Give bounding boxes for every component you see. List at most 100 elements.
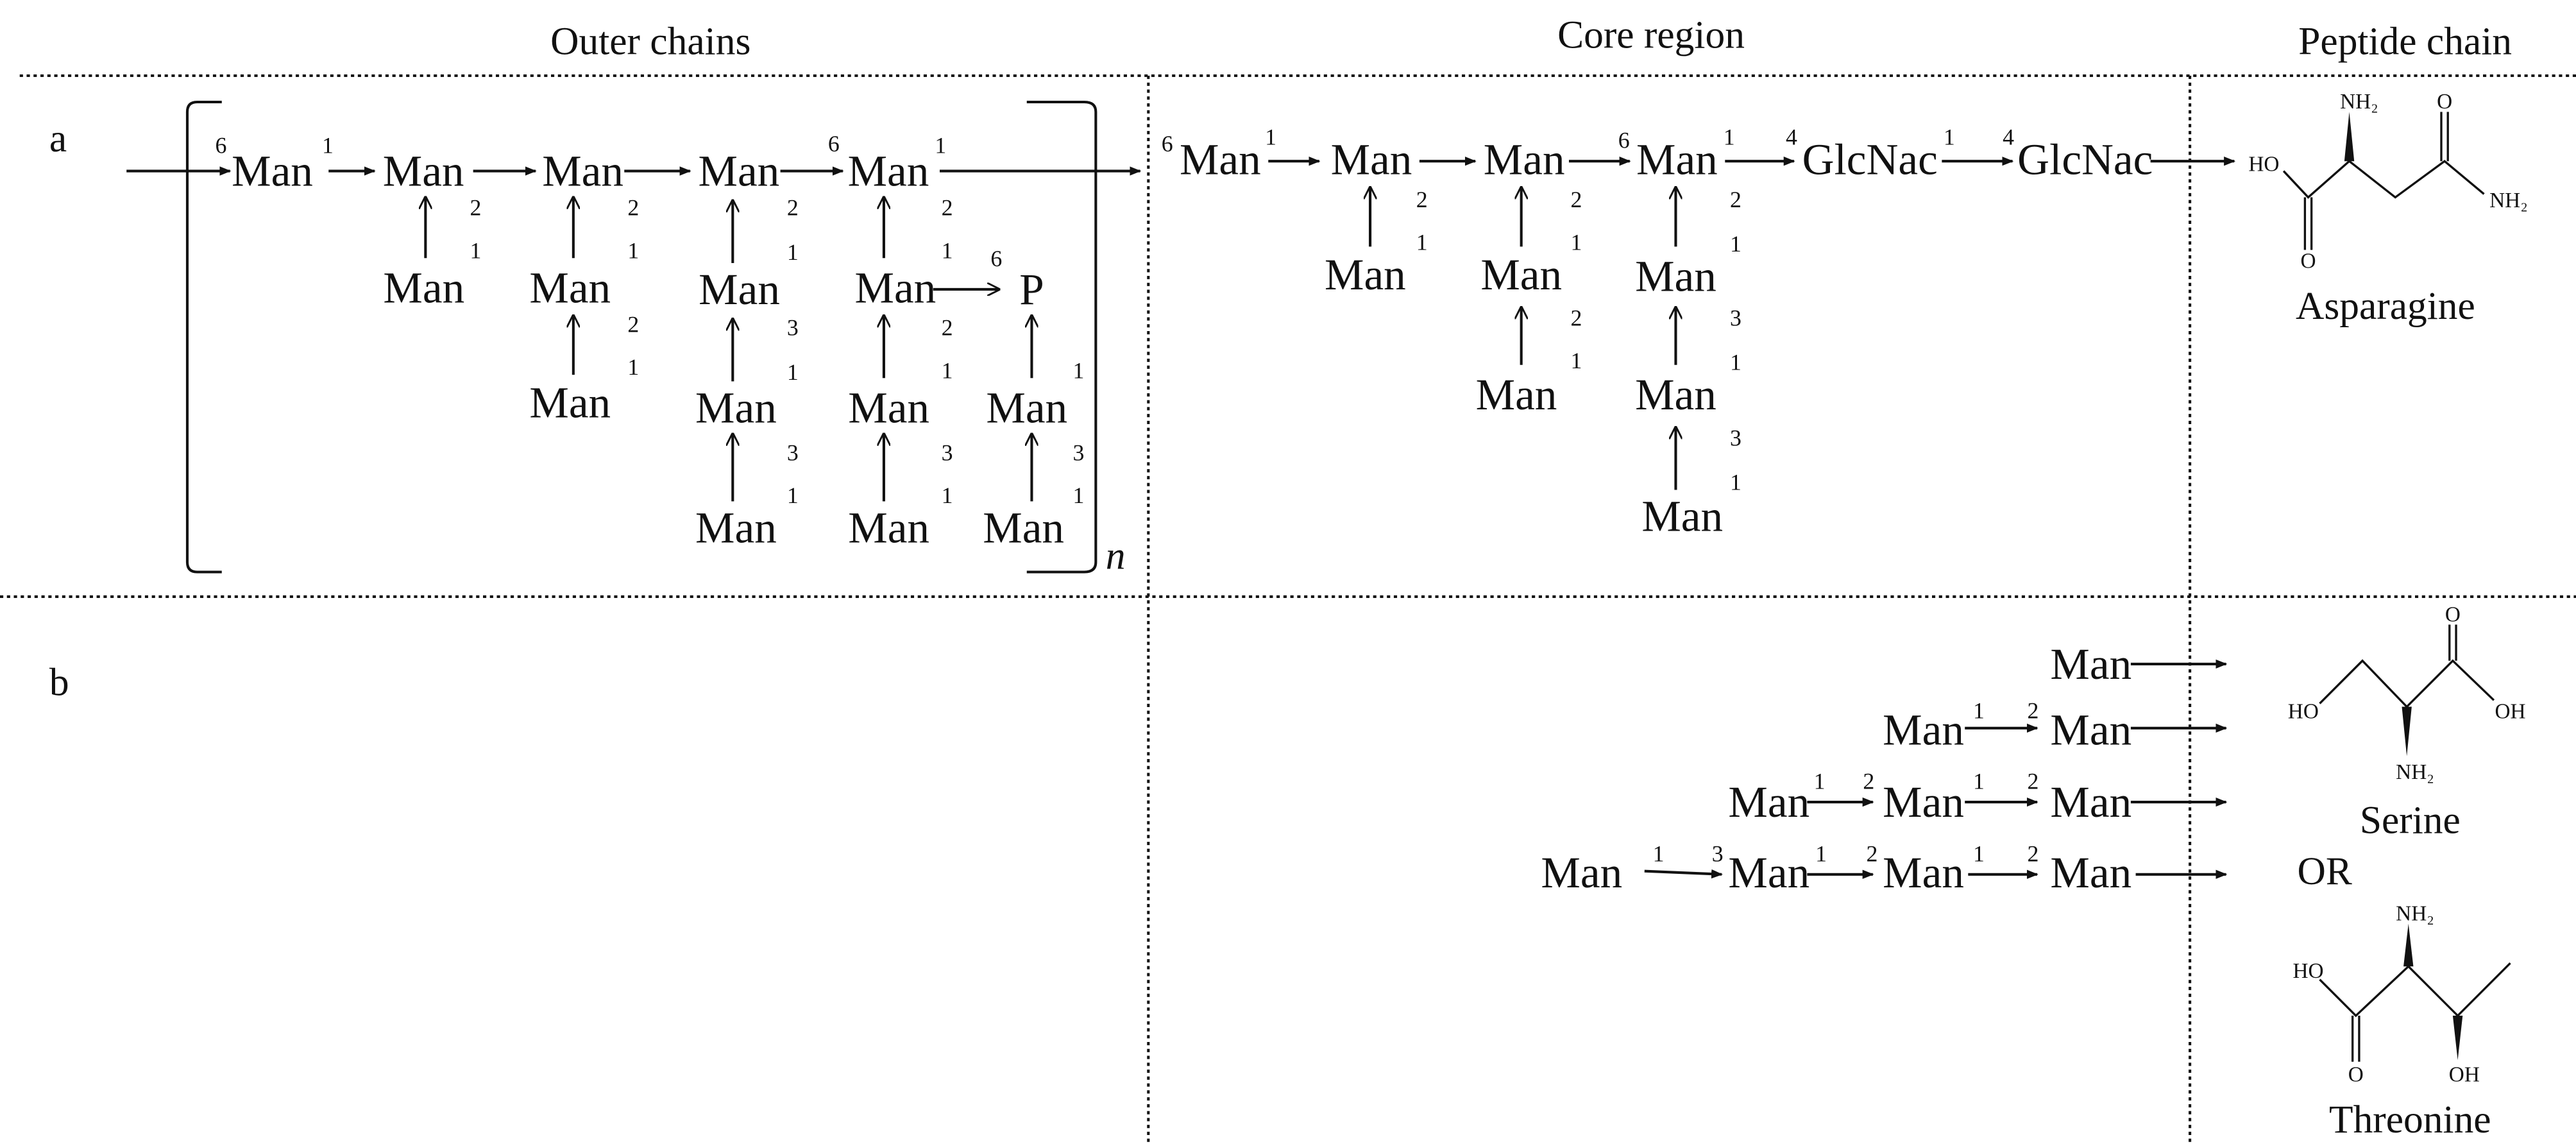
serine-label-ho: HO	[2288, 699, 2319, 723]
asparagine-label-nh2: NH₂	[2340, 90, 2378, 114]
linkage-position: 1	[1265, 124, 1276, 150]
sugar-residue: Man	[2050, 848, 2131, 897]
linkage-position: 1	[627, 354, 639, 380]
linkage-position: 6	[1162, 131, 1173, 157]
linkage-position: 2	[942, 195, 953, 221]
sugar-residue: Man	[1728, 848, 1809, 897]
repeat-count-n: n	[1106, 534, 1126, 577]
linkage-position: 1	[1730, 231, 1741, 257]
serine-label-nh2: NH₂	[2396, 760, 2434, 784]
sugar-residue: Man	[529, 378, 611, 427]
sugar-residue: Man	[1636, 135, 1718, 184]
sugar-residue: GlcNac	[1802, 135, 1938, 184]
sugar-residue: Man	[1635, 370, 1716, 419]
linkage-position: 2	[1863, 769, 1874, 794]
linkage-position: 6	[216, 132, 227, 158]
sugar-residue: GlcNac	[2017, 135, 2153, 184]
linkage-position: 3	[787, 440, 799, 465]
linkage-position: 1	[1973, 697, 1985, 723]
threonine-label-oh: OH	[2449, 1063, 2480, 1086]
linkage-position: 6	[828, 131, 840, 157]
or-label: OR	[2297, 849, 2351, 893]
sugar-residue: Man	[699, 264, 780, 314]
sugar-residue: Man	[986, 382, 1067, 432]
linkage-position: 2	[1416, 187, 1428, 212]
linkage-position: 2	[2028, 841, 2039, 866]
linkage-position: 3	[1712, 841, 1724, 866]
sugar-residue: Man	[983, 502, 1064, 552]
asparagine-structure: HO O NH₂ O NH₂ Asparagine	[2248, 90, 2528, 328]
linkage-position: 3	[1730, 305, 1741, 330]
sugar-residue: Man	[854, 262, 936, 312]
linkage-position: 1	[942, 482, 953, 508]
sugar-residue: Man	[695, 382, 777, 432]
linkage-position: 1	[470, 237, 482, 263]
serine-name: Serine	[2360, 799, 2461, 842]
linkage-position: 4	[1786, 124, 1797, 150]
header-outer-chains: Outer chains	[550, 20, 750, 64]
threonine-label-ho: HO	[2292, 959, 2323, 983]
linkage-position: 1	[1571, 348, 1582, 373]
linkage-position: 6	[990, 246, 1002, 271]
asparagine-label-o-amide: O	[2437, 90, 2452, 114]
sugar-residue: Man	[1484, 135, 1565, 184]
sugar-residue: Man	[383, 146, 464, 196]
sugar-residue: Man	[848, 146, 929, 196]
sugar-residue: Man	[1476, 370, 1557, 419]
linkage-position: 1	[1724, 124, 1735, 150]
sugar-residue: Man	[542, 146, 623, 196]
sugar-residue: Man	[1641, 491, 1723, 540]
threonine-label-o: O	[2348, 1063, 2364, 1086]
asparagine-label-ho: HO	[2248, 153, 2279, 176]
asparagine-label-o: O	[2300, 250, 2316, 273]
sugar-residue: Man	[1635, 252, 1716, 301]
sugar-residue: Man	[1541, 848, 1622, 897]
sugar-residue: Man	[1325, 250, 1406, 299]
linkage-position: 1	[1973, 841, 1985, 866]
sugar-residue: Man	[2050, 777, 2131, 826]
repeat-bracket-right	[1026, 100, 1097, 574]
linkage-position: 2	[627, 195, 639, 221]
panel-label-a: a	[49, 117, 67, 160]
sugar-residue: Man	[695, 502, 777, 552]
asparagine-name: Asparagine	[2296, 284, 2475, 328]
sugar-residue: Man	[848, 382, 929, 432]
linkage-position: 2	[1867, 841, 1878, 866]
sugar-residue: Man	[2050, 704, 2131, 754]
threonine-name: Threonine	[2329, 1098, 2491, 1141]
linkage-position: 1	[1072, 482, 1084, 508]
linkage-position: 1	[322, 132, 334, 158]
linkage-position: 1	[1944, 124, 1955, 150]
linkage-position: 1	[1653, 841, 1665, 866]
sugar-residue: Man	[2050, 639, 2131, 688]
glycosidic-bond-arrow	[1644, 869, 1723, 879]
linkage-position: 1	[942, 237, 953, 263]
sugar-residue: P	[1019, 264, 1044, 314]
sugar-residue: Man	[848, 502, 929, 552]
linkage-position: 2	[470, 195, 482, 221]
sugar-residue: Man	[1883, 704, 1964, 754]
linkage-position: 3	[942, 440, 953, 465]
sugar-residue: Man	[1728, 777, 1809, 826]
linkage-position: 2	[1571, 305, 1582, 330]
repeat-bracket-left	[185, 100, 222, 574]
serine-label-o: O	[2445, 602, 2461, 626]
serine-structure: O HO OH NH₂ Serine	[2288, 602, 2526, 842]
sugar-residue: Man	[1883, 777, 1964, 826]
linkage-position: 1	[787, 239, 799, 265]
linkage-position: 4	[2003, 124, 2014, 150]
serine-label-oh: OH	[2495, 699, 2526, 723]
asparagine-label-nh2-amide: NH₂	[2489, 189, 2528, 212]
sugar-residue: Man	[1180, 135, 1261, 184]
linkage-position: 2	[2028, 769, 2039, 794]
sugar-residue: Man	[1883, 848, 1964, 897]
linkage-position: 1	[1815, 841, 1827, 866]
linkage-position: 1	[627, 237, 639, 263]
linkage-position: 2	[1571, 187, 1582, 212]
linkage-position: 1	[1730, 349, 1741, 375]
linkage-position: 2	[2028, 697, 2039, 723]
header-peptide-chain: Peptide chain	[2298, 20, 2512, 64]
